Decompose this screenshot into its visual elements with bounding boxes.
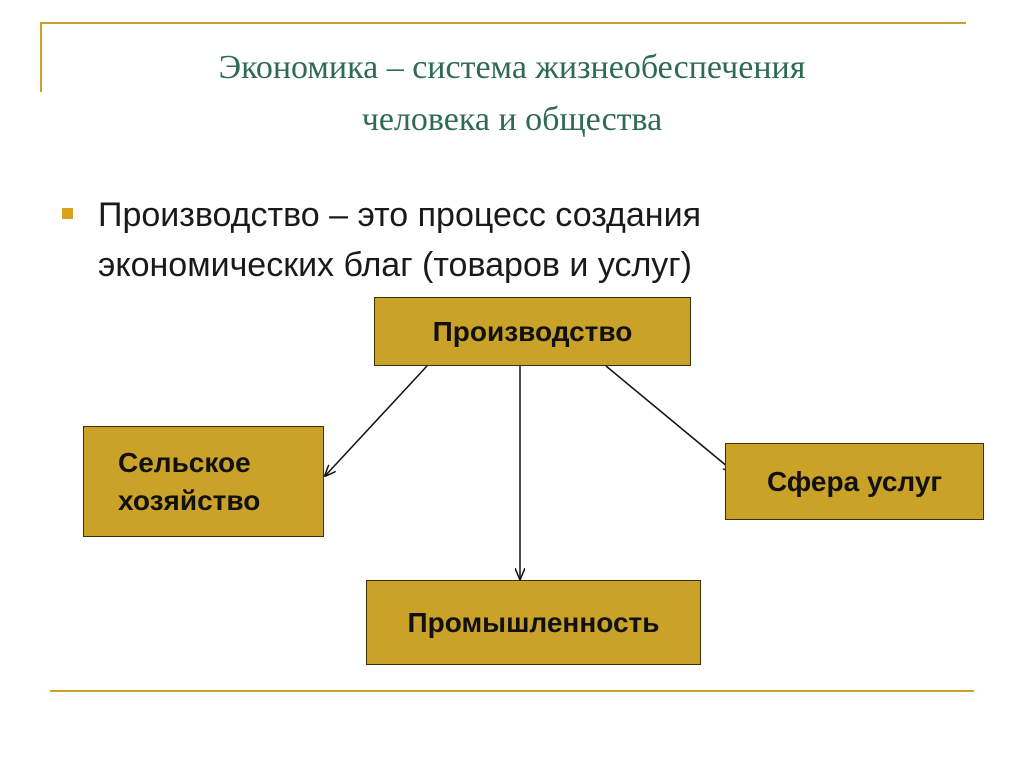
node-production-label: Производство [432, 315, 633, 347]
frame-left-line [40, 22, 42, 92]
node-agriculture: Сельское хозяйство [83, 426, 324, 537]
arrow-to-agriculture [325, 365, 428, 476]
node-services: Сфера услуг [725, 443, 984, 520]
frame-bottom-line [50, 690, 974, 692]
slide-title-line-1: Экономика – система жизнеобеспечения [218, 49, 806, 86]
node-industry-label: Промышленность [407, 606, 660, 638]
node-production: Производство [374, 297, 691, 366]
node-industry: Промышленность [366, 580, 701, 665]
arrow-to-services [605, 365, 734, 472]
node-services-label: Сфера услуг [766, 465, 943, 497]
slide-title-line-2: человека и общества [361, 101, 663, 138]
node-agriculture-label-line-1: Сельское [118, 446, 251, 478]
bullet-text: Производство – это процесс создания экон… [98, 190, 958, 290]
bullet-text-line-1: Производство – это процесс создания [98, 196, 701, 234]
slide-title: Экономика – система жизнеобеспечения чел… [60, 42, 964, 146]
square-bullet-icon [62, 208, 73, 219]
bullet-text-line-2: экономических благ (товаров и услуг) [98, 246, 693, 284]
frame-top-line [40, 22, 966, 24]
node-agriculture-label-line-2: хозяйство [118, 484, 261, 516]
